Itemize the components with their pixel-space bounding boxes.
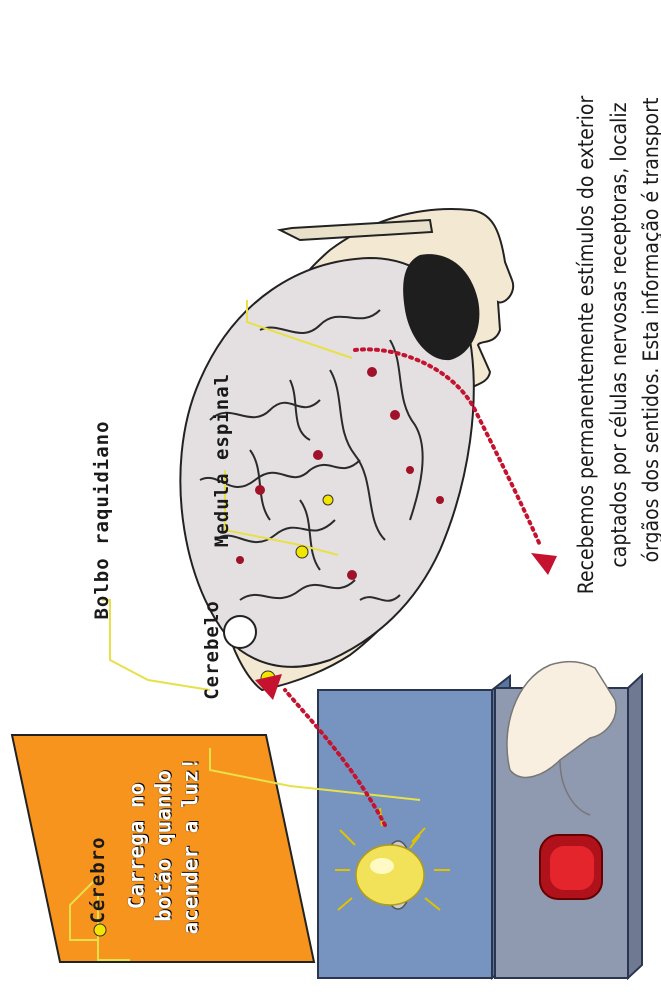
label-medulla-oblongata: Bolbo raquidiano xyxy=(91,420,113,619)
sign-line-3: acender a luz! xyxy=(178,731,205,961)
sign-text: Carrega no botão quando acender a luz! xyxy=(124,731,205,961)
lamp-panel xyxy=(318,676,510,978)
label-brain: Cérebro xyxy=(87,836,109,923)
label-cerebellum: Cerebelo xyxy=(201,600,223,700)
caption-line-1: Recebemos permanentemente estímulos do e… xyxy=(574,96,598,594)
label-spinal-cord: Medula espinal xyxy=(211,373,233,547)
sign-line-1: Carrega no xyxy=(124,731,151,961)
caption-line-2: captados por células nervosas receptoras… xyxy=(607,102,631,567)
caption-line-3: órgãos dos sentidos. Esta informação é t… xyxy=(639,98,661,563)
sign-line-2: botão quando xyxy=(151,731,178,961)
